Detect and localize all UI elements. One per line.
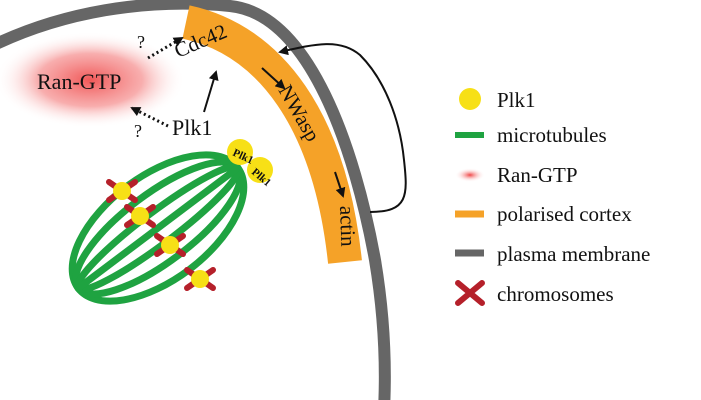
- chromosome: [124, 204, 156, 228]
- chromosome-icon: [455, 280, 485, 306]
- legend-label-microtubules: microtubules: [497, 123, 607, 147]
- legend-label-plk1: Plk1: [497, 88, 536, 112]
- arrow-plk1-to-cdc42: [203, 70, 219, 113]
- red-blur-icon: [455, 168, 485, 182]
- dotted-arrow-plk1-to-ran: [130, 106, 169, 128]
- dotted-arrow-ran-to-cdc42: [147, 36, 184, 60]
- arrow-cdc42-to-nwasp: [261, 67, 286, 90]
- pole-plk1-right: [247, 157, 273, 183]
- ran-gtp-cloud: [0, 32, 185, 128]
- arrow-nwasp-to-actin: [334, 171, 346, 198]
- label-plk1: Plk1: [172, 115, 212, 140]
- legend-label-membrane: plasma membrane: [497, 242, 650, 266]
- chromosome: [106, 179, 138, 203]
- label-ran-gtp: Ran-GTP: [37, 69, 121, 94]
- pole-plk1-left: [227, 139, 253, 165]
- microtubule: [76, 165, 240, 291]
- plasma-membrane: [0, 0, 391, 400]
- question-mark-top: ?: [137, 32, 145, 52]
- legend-label-chromosomes: chromosomes: [497, 282, 614, 306]
- legend-label-ran-gtp: Ran-GTP: [497, 163, 578, 187]
- legend: Plk1 microtubules Ran-GTP polarised cort…: [455, 88, 650, 306]
- question-mark-bottom: ?: [134, 121, 142, 141]
- polarised-cortex: [182, 5, 362, 264]
- chromosome: [154, 233, 186, 257]
- label-actin: actin: [335, 205, 360, 247]
- chromosome: [184, 267, 216, 291]
- yellow-dot-icon: [459, 88, 481, 110]
- legend-label-cortex: polarised cortex: [497, 202, 632, 226]
- feedback-arrow: [278, 43, 407, 213]
